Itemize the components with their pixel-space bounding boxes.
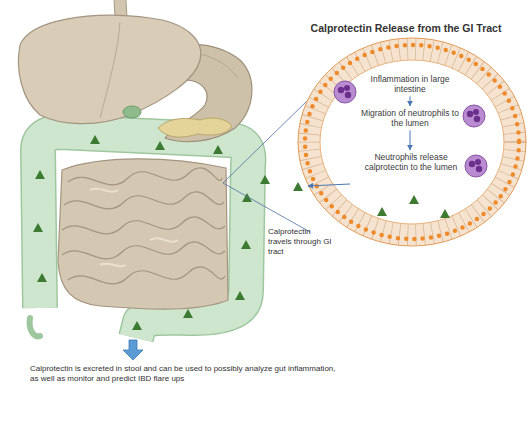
note-label: Calprotectin is excreted in stool and ca…: [30, 364, 342, 384]
step-node: Inflammation in large intestine: [370, 74, 450, 94]
neutrophil: [463, 105, 485, 127]
calprotectin-group: [33, 135, 303, 330]
flow-arrow: [410, 130, 411, 150]
flow-arrow: [410, 96, 411, 106]
intestine-coil: [62, 242, 225, 259]
neutrophil-cell: [463, 105, 485, 127]
neutrophil-nucleus: [475, 159, 481, 165]
lumen-calprotectin: [377, 195, 450, 218]
neutrophil-nucleus: [338, 87, 344, 93]
neutrophil: [334, 81, 356, 103]
calprotectin-triangle: [35, 170, 45, 179]
calprotectin-triangle: [132, 321, 142, 330]
calprotectin-triangle: [213, 145, 223, 154]
calprotectin-triangle: [183, 309, 193, 318]
step-node: Migration of neutrophils to the lumen: [356, 108, 464, 128]
ring-outer-edge: [298, 38, 526, 246]
neutrophil-nucleus: [474, 116, 480, 122]
diagram-title: Calprotectin Release from the GI Tract: [290, 22, 522, 34]
calprotectin-triangle: [235, 291, 245, 300]
liver-lobe-line: [100, 22, 120, 118]
calprotectin-triangle: [260, 175, 270, 184]
excretion-arrow: [123, 340, 143, 360]
calprotectin-triangle: [377, 207, 387, 216]
step-node: Neutrophils release calprotectin to the …: [355, 152, 467, 172]
ring-inner-edge: [320, 60, 504, 224]
appendix: [30, 318, 40, 336]
calprotectin-triangle: [37, 273, 47, 282]
gallbladder: [123, 106, 141, 118]
small-intestine: [58, 159, 228, 309]
calprotectin-triangle: [293, 182, 303, 191]
pancreas: [158, 118, 232, 137]
intestine-coil: [68, 267, 225, 284]
neutrophil-nucleus: [344, 85, 350, 91]
large-intestine: [38, 132, 248, 338]
step-text: Migration of neutrophils to the lumen: [356, 108, 464, 128]
liver: [18, 15, 200, 123]
calprotectin-triangle: [440, 209, 450, 218]
cell-borders: [309, 49, 515, 235]
calprotectin-triangle: [90, 135, 100, 144]
calprotectin-triangle: [409, 195, 419, 204]
calprotectin-triangle: [155, 141, 165, 150]
note-label: Calprotectin travels through GI tract: [268, 227, 334, 257]
step-text: Inflammation in large intestine: [370, 74, 450, 94]
calprotectin-triangle: [241, 240, 251, 249]
step-text: Neutrophils release calprotectin to the …: [355, 152, 467, 172]
neutrophil-nucleus: [467, 111, 473, 117]
neutrophil-cell: [465, 155, 487, 177]
neutrophil-nucleus: [473, 109, 479, 115]
intestine-coil: [68, 168, 222, 185]
neutrophil-nucleus: [469, 161, 475, 167]
colon-outline: [38, 132, 248, 338]
epithelium-ring: [309, 49, 515, 235]
neutrophil: [465, 155, 487, 177]
neutrophil-cell: [334, 81, 356, 103]
calprotectin-triangle: [33, 223, 43, 232]
edge-group: [410, 96, 411, 150]
neutrophil-nucleus: [476, 166, 482, 172]
release-arrow: [308, 184, 350, 186]
intestine-coil: [62, 217, 225, 234]
intestine-coil: [64, 192, 224, 209]
cell-nuclei: [305, 45, 519, 239]
neutrophil-nucleus: [345, 92, 351, 98]
zoom-line: [223, 98, 310, 183]
zoom-line: [223, 183, 310, 232]
intestine-highlight: [90, 189, 178, 267]
